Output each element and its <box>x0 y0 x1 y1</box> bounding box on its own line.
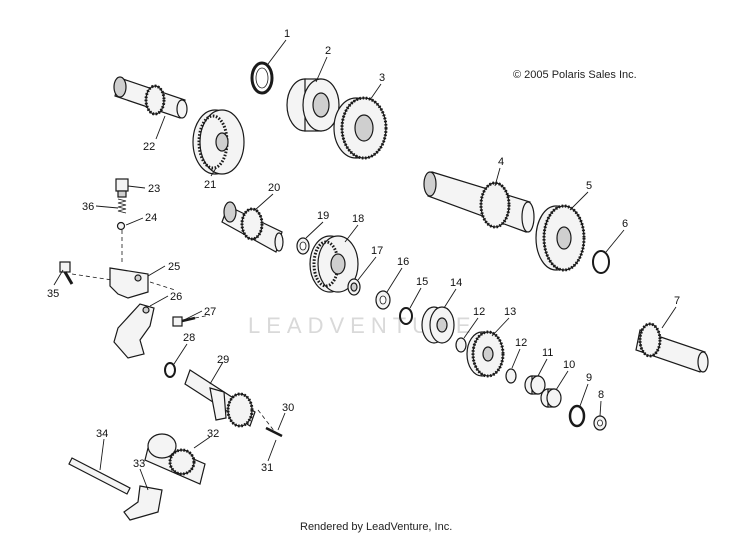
callout-23: 23 <box>148 183 160 195</box>
callout-13: 13 <box>504 306 516 318</box>
part-3-gear <box>333 96 388 160</box>
part-7-shaft <box>635 322 709 373</box>
callout-15: 15 <box>416 276 428 288</box>
callout-29: 29 <box>217 354 229 366</box>
copyright-text: © 2005 Polaris Sales Inc. <box>513 69 637 81</box>
part-1-snap-ring <box>250 61 274 95</box>
part-32-shift-drum <box>144 433 206 485</box>
callout-26: 26 <box>170 291 182 303</box>
callout-1: 1 <box>284 28 290 40</box>
callout-5: 5 <box>586 180 592 192</box>
part-2-bearing <box>286 78 340 132</box>
callout-3: 3 <box>379 72 385 84</box>
callout-7: 7 <box>674 295 680 307</box>
callout-25: 25 <box>168 261 180 273</box>
part-35-bolt <box>59 261 74 285</box>
part-9-snap-ring <box>568 404 586 428</box>
part-6-ring <box>592 250 610 274</box>
part-30-pin <box>265 426 283 438</box>
callout-12-a: 12 <box>473 306 485 318</box>
callout-8: 8 <box>598 389 604 401</box>
part-36-spring <box>117 198 127 214</box>
part-5-gear <box>535 204 586 272</box>
part-16-washer <box>375 290 391 310</box>
callout-36: 36 <box>82 201 94 213</box>
part-24-ball <box>116 221 126 231</box>
part-18-gear <box>309 235 359 293</box>
callout-34: 34 <box>96 428 108 440</box>
callout-numbers: 1 2 3 4 5 6 7 8 9 10 11 12 12 13 14 15 1… <box>47 28 680 474</box>
part-21-gear <box>192 109 245 175</box>
callout-2: 2 <box>325 45 331 57</box>
callout-31: 31 <box>261 462 273 474</box>
part-10-bushing <box>540 388 562 408</box>
callout-18: 18 <box>352 213 364 225</box>
leader-lines <box>53 39 677 491</box>
callout-9: 9 <box>586 372 592 384</box>
part-33-shift-fork <box>123 485 163 521</box>
part-13-gear <box>466 330 505 378</box>
part-4-main-shaft <box>423 171 535 233</box>
part-22-shaft <box>113 76 188 119</box>
part-12-washer-b <box>505 368 517 384</box>
callout-32: 32 <box>207 428 219 440</box>
callout-28: 28 <box>183 332 195 344</box>
callout-20: 20 <box>268 182 280 194</box>
part-20-shaft <box>221 201 284 253</box>
callout-4: 4 <box>498 156 504 168</box>
part-34-rod <box>68 457 131 495</box>
part-8-washer <box>593 415 607 431</box>
part-25-bracket <box>109 267 149 299</box>
part-19-washer <box>296 237 310 255</box>
part-14-shift-dog <box>421 306 455 344</box>
part-11-bushing <box>524 375 546 395</box>
callout-33: 33 <box>133 458 145 470</box>
part-29-shift-shaft <box>184 369 256 428</box>
part-23-bolt <box>115 178 129 198</box>
assembly-lines <box>71 230 276 433</box>
callout-19: 19 <box>317 210 329 222</box>
callout-17: 17 <box>371 245 383 257</box>
callout-12-b: 12 <box>515 337 527 349</box>
callout-21: 21 <box>204 179 216 191</box>
callout-35: 35 <box>47 288 59 300</box>
callout-30: 30 <box>282 402 294 414</box>
callout-14: 14 <box>450 277 462 289</box>
part-27-screw <box>172 316 196 327</box>
callout-6: 6 <box>622 218 628 230</box>
part-17-bushing <box>347 278 361 296</box>
footer-credit: Rendered by LeadVenture, Inc. <box>300 521 452 533</box>
callout-16: 16 <box>397 256 409 268</box>
callout-11: 11 <box>542 347 553 359</box>
callout-24: 24 <box>145 212 157 224</box>
callout-10: 10 <box>563 359 575 371</box>
part-15-ring <box>399 307 413 325</box>
part-26-lever <box>113 303 155 359</box>
callout-27: 27 <box>204 306 216 318</box>
callout-22: 22 <box>143 141 155 153</box>
part-12-washer-a <box>455 337 467 353</box>
part-28-clip <box>164 362 176 378</box>
